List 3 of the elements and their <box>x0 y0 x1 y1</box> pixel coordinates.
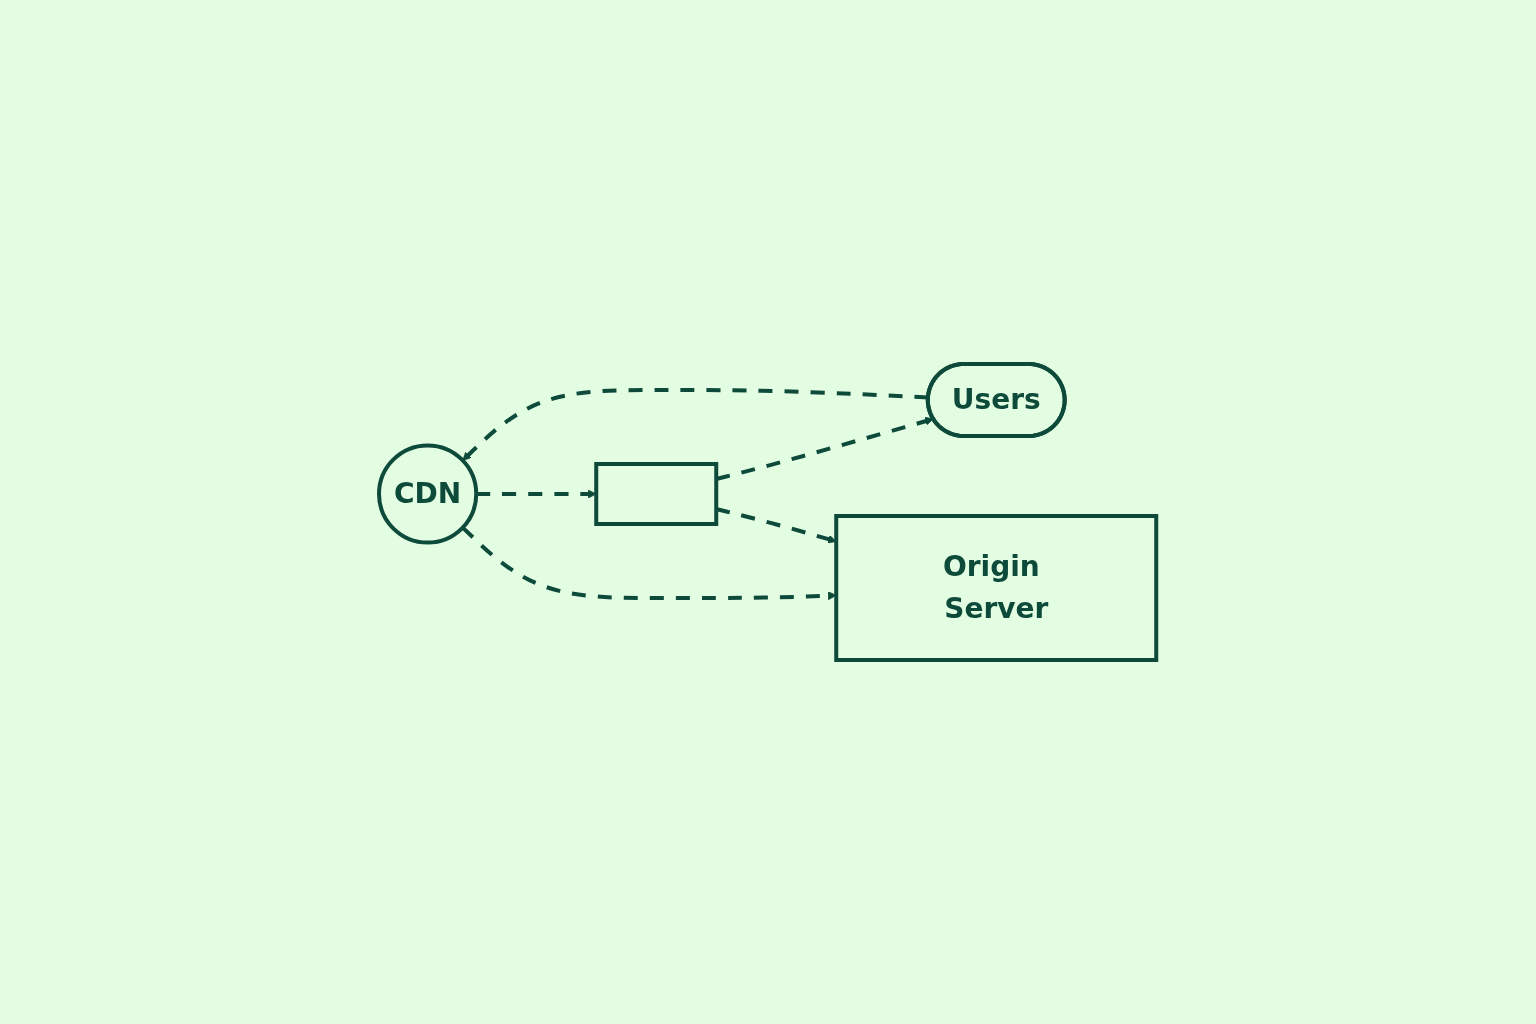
node-circle: CDN <box>377 443 479 545</box>
node-box: Origin Server <box>834 514 1159 662</box>
node-box <box>594 462 719 526</box>
